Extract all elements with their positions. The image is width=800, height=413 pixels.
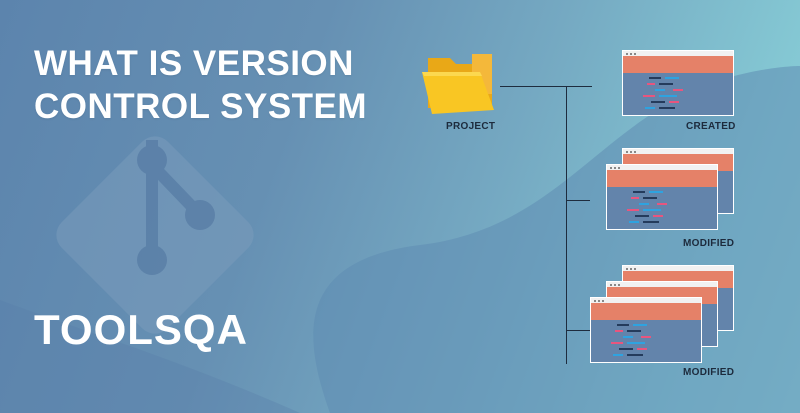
code-line <box>649 77 661 79</box>
code-lines <box>591 320 701 363</box>
window-titlebar <box>623 51 733 56</box>
window-dot-icon <box>626 150 628 153</box>
code-line <box>643 95 655 97</box>
code-line <box>627 330 641 332</box>
code-line <box>633 191 645 193</box>
window-titlebar <box>607 165 717 170</box>
toolsqa-logo: TOOLSQA <box>34 306 248 353</box>
code-line <box>653 215 663 217</box>
code-line <box>627 342 645 344</box>
folder-icon <box>422 54 494 114</box>
window-dot-icon <box>626 267 628 270</box>
code-lines <box>607 187 717 230</box>
code-line <box>611 342 623 344</box>
code-lines <box>623 73 733 116</box>
code-line <box>645 107 655 109</box>
code-line <box>615 330 623 332</box>
code-line <box>631 197 639 199</box>
window-dot-icon <box>614 166 616 169</box>
project-label: PROJECT <box>446 121 496 132</box>
window-dot-icon <box>634 150 636 153</box>
branch-label-created: CREATED <box>686 121 736 132</box>
window-header <box>591 303 701 320</box>
code-line <box>669 101 679 103</box>
code-line <box>649 191 663 193</box>
code-line <box>641 336 651 338</box>
code-line <box>643 197 657 199</box>
code-line <box>613 354 623 356</box>
tree-connector-h-1 <box>566 200 590 201</box>
code-line <box>659 95 677 97</box>
window-dot-icon <box>630 52 632 55</box>
window-dot-icon <box>634 52 636 55</box>
code-line <box>639 203 649 205</box>
code-line <box>633 324 647 326</box>
page-title: WHAT IS VERSION CONTROL SYSTEM <box>34 42 367 128</box>
code-line <box>637 348 647 350</box>
branch-label-modified-2: MODIFIED <box>683 367 735 378</box>
code-line <box>643 221 659 223</box>
code-line <box>643 209 661 211</box>
tree-connector-h-root <box>500 86 592 87</box>
window-titlebar <box>607 282 717 287</box>
window-dot-icon <box>630 267 632 270</box>
code-window-icon <box>606 164 718 230</box>
code-line <box>619 348 633 350</box>
code-line <box>647 83 655 85</box>
code-line <box>673 89 683 91</box>
title-line-1: WHAT IS VERSION <box>34 44 354 83</box>
tree-connector-vertical <box>566 86 567 364</box>
window-titlebar <box>623 149 733 154</box>
code-line <box>665 77 679 79</box>
window-dot-icon <box>602 299 604 302</box>
window-dot-icon <box>634 267 636 270</box>
code-line <box>623 336 633 338</box>
code-line <box>629 221 639 223</box>
window-titlebar <box>591 298 701 303</box>
window-titlebar <box>623 266 733 271</box>
window-dot-icon <box>618 166 620 169</box>
branch-label-modified-1: MODIFIED <box>683 238 735 249</box>
code-line <box>635 215 649 217</box>
code-line <box>657 203 667 205</box>
window-dot-icon <box>594 299 596 302</box>
window-dot-icon <box>630 150 632 153</box>
window-dot-icon <box>614 283 616 286</box>
window-dot-icon <box>610 166 612 169</box>
window-dot-icon <box>618 283 620 286</box>
code-line <box>655 89 665 91</box>
code-window-icon <box>622 50 734 116</box>
code-line <box>659 107 675 109</box>
code-window-icon <box>590 297 702 363</box>
title-line-2: CONTROL SYSTEM <box>34 87 368 126</box>
window-dot-icon <box>598 299 600 302</box>
window-dot-icon <box>610 283 612 286</box>
code-line <box>627 354 643 356</box>
tree-connector-h-2 <box>566 330 590 331</box>
window-header <box>623 56 733 73</box>
code-line <box>617 324 629 326</box>
git-logo-icon <box>56 136 254 334</box>
code-line <box>659 83 673 85</box>
window-header <box>607 170 717 187</box>
code-line <box>651 101 665 103</box>
code-line <box>627 209 639 211</box>
window-dot-icon <box>626 52 628 55</box>
